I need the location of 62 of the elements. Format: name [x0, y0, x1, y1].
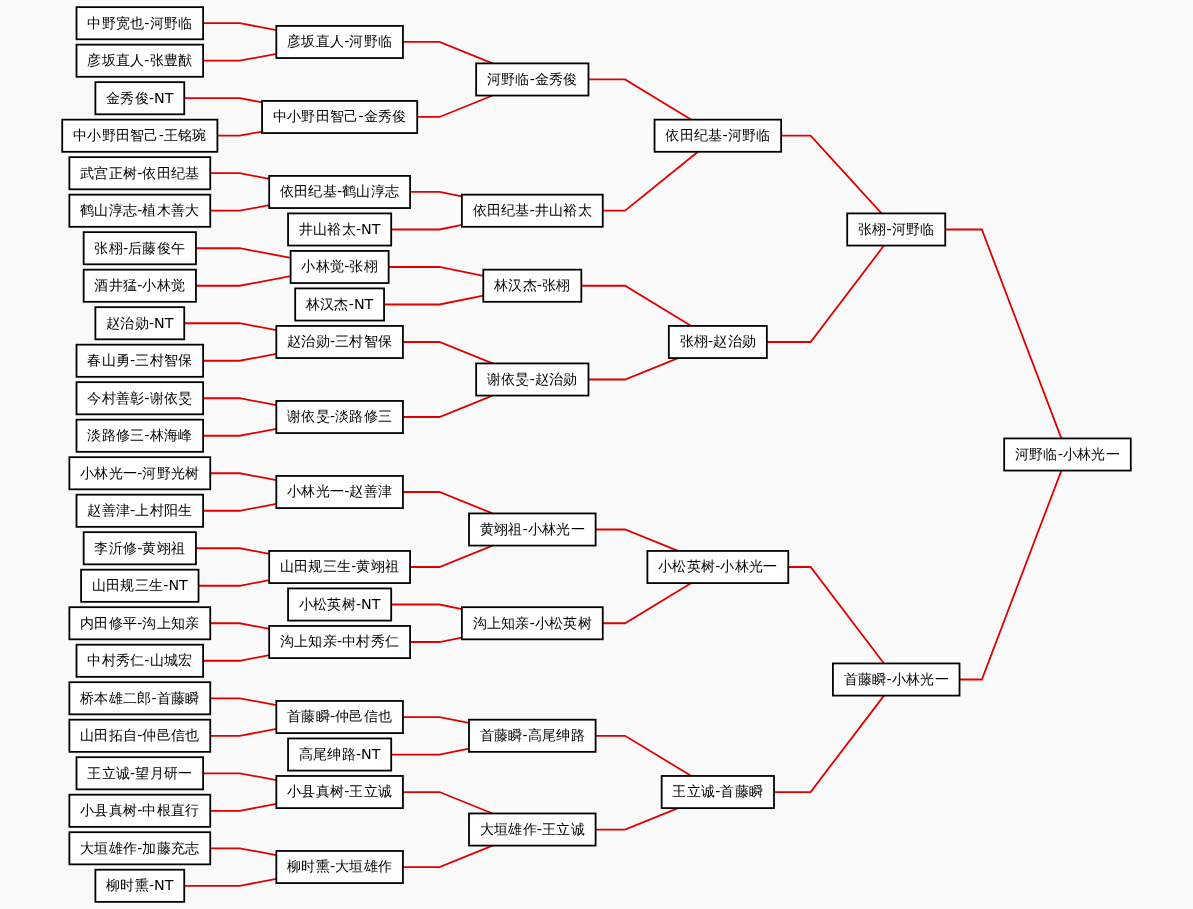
node-box: 桥本雄二郎-首藤瞬: [68, 681, 212, 716]
connector: [402, 41, 494, 65]
connector: [402, 394, 494, 418]
node-box: 武宫正树-依田纪基: [68, 156, 212, 191]
connector: [402, 491, 494, 515]
node-box: 小县真树-中根直行: [68, 793, 212, 828]
node-box: 小林光一-河野光树: [68, 456, 212, 491]
connector: [402, 341, 494, 365]
node-box: 井山裕太-NT: [287, 212, 393, 247]
node-box: 赵治勋-三村智保: [275, 325, 404, 359]
node-box: 彦坂直人-河野临: [275, 25, 404, 59]
node-box: 山田规三生-黄翊祖: [268, 550, 411, 584]
node-box: 鹤山淳志-植木善大: [68, 193, 212, 228]
node-box: 淡路修三-林海峰: [75, 418, 204, 453]
node-box: 中小野田智己-王铭琬: [61, 118, 219, 153]
node-box: 中野宽也-河野临: [75, 6, 204, 41]
node-box: 小林觉-张栩: [289, 250, 390, 284]
node-box: 依田纪基-河野临: [653, 118, 783, 153]
node-box: 金秀俊-NT: [94, 81, 186, 116]
node-box: 内田修平-沟上知亲: [68, 606, 212, 641]
node-box: 高尾绅路-NT: [287, 737, 393, 772]
node-box: 大垣雄作-加藤充志: [68, 831, 212, 866]
node-box: 今村善彰-谢依旻: [75, 381, 204, 416]
node-box: 中小野田智己-金秀俊: [261, 100, 419, 134]
node-box: 彦坂直人-张豊猷: [75, 43, 204, 78]
connector: [402, 844, 494, 868]
node-box: 小县真树-王立诚: [275, 775, 404, 809]
node-box: 首藤瞬-高尾绅路: [468, 718, 597, 753]
node-box: 谢依旻-赵治勋: [475, 362, 590, 397]
node-box: 张栩-后藤俊午: [82, 231, 197, 266]
node-box: 小松英树-小林光一: [646, 550, 790, 584]
node-box: 小松英树-NT: [287, 587, 393, 622]
node-box: 河野临-金秀俊: [475, 62, 590, 97]
connector: [402, 791, 494, 815]
node-box: 张栩-河野临: [846, 212, 947, 247]
node-box: 首藤瞬-小林光一: [832, 662, 961, 697]
node-box: 王立诚-首藤瞬: [660, 775, 775, 809]
node-box: 黄翊祖-小林光一: [468, 512, 597, 547]
node-box: 沟上知亲-中村秀仁: [268, 625, 411, 659]
node-box: 林汉杰-NT: [294, 287, 385, 322]
node-box: 李沂修-黄翊祖: [82, 531, 197, 566]
node-box: 大垣雄作-王立诚: [468, 812, 597, 847]
node-box: 张栩-赵治勋: [667, 325, 768, 359]
node-box: 柳时熏-大垣雄作: [275, 850, 404, 884]
node-box: 中村秀仁-山城宏: [75, 643, 204, 678]
node-box: 酒井猛-小林觉: [82, 268, 197, 303]
node-box: 依田纪基-井山裕太: [460, 193, 604, 228]
node-box: 小林光一-赵善津: [275, 475, 404, 509]
node-box: 依田纪基-鹤山淳志: [268, 175, 411, 209]
node-box: 赵治勋-NT: [94, 306, 186, 341]
node-box: 山田拓自-仲邑信也: [68, 718, 212, 753]
node-box: 王立诚-望月研一: [75, 756, 204, 791]
node-box: 柳时熏-NT: [94, 868, 186, 903]
node-box: 山田规三生-NT: [80, 568, 200, 603]
node-box: 谢依旻-淡路修三: [275, 400, 404, 434]
node-box: 沟上知亲-小松英树: [460, 606, 604, 641]
node-box: 春山勇-三村智保: [75, 343, 204, 378]
node-box: 首藤瞬-仲邑信也: [275, 700, 404, 734]
node-box: 林汉杰-张栩: [482, 268, 583, 303]
connector: [402, 716, 470, 724]
node-box: 河野临-小林光一: [1003, 437, 1132, 472]
node-box: 赵善津-上村阳生: [75, 493, 204, 528]
